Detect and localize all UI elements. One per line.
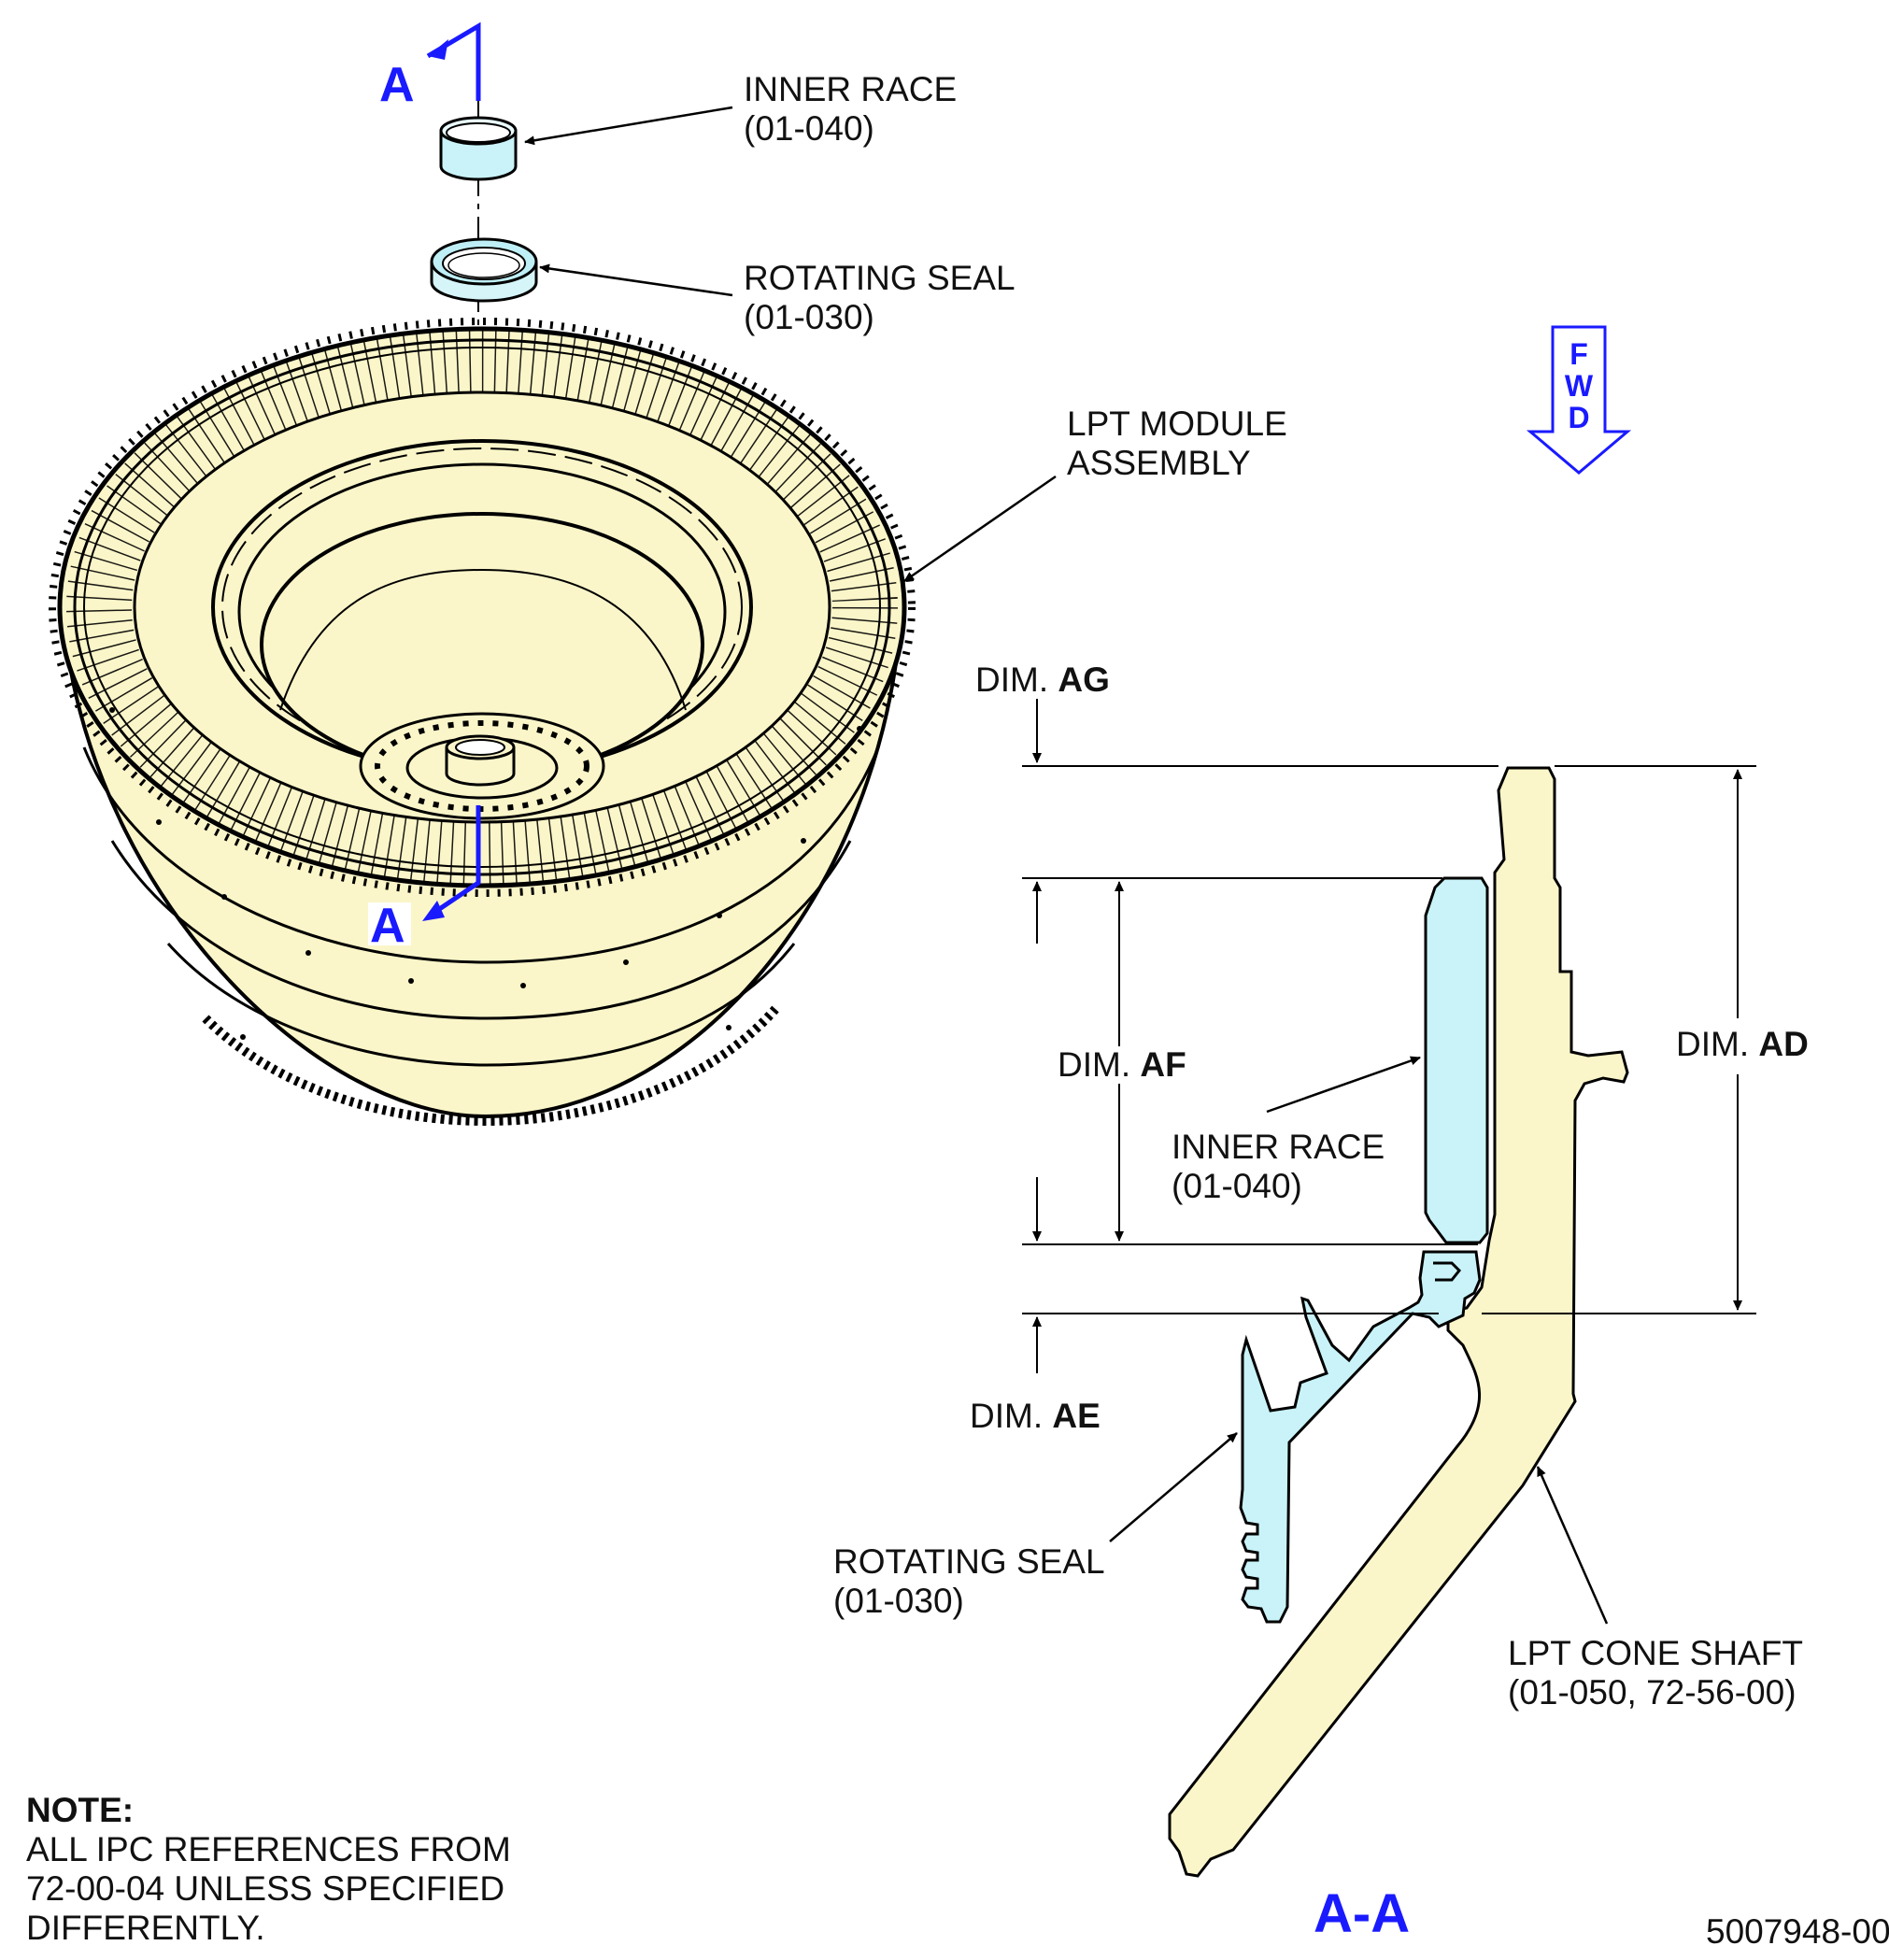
note-heading: NOTE:	[26, 1791, 134, 1829]
dim-label-ag: DIM. AG	[975, 660, 1110, 699]
fwd-letter-w: W	[1565, 369, 1594, 403]
note-line-1: ALL IPC REFERENCES FROM	[26, 1830, 511, 1868]
section-marker-bottom: A	[370, 899, 405, 953]
leader-inner-race-top	[524, 106, 733, 146]
dim-label-ad: DIM. AD	[1676, 1025, 1809, 1063]
section-marker-bottom-bg	[368, 902, 411, 945]
note-line-3: DIFFERENTLY.	[26, 1909, 265, 1947]
label-rotating-seal-section-ref: (01-030)	[833, 1582, 964, 1620]
leader-rotating-seal-top	[539, 263, 733, 297]
fwd-letter-f: F	[1569, 337, 1588, 371]
section-cut-line-top	[426, 21, 481, 101]
label-lpt-module-line1: LPT MODULE	[1067, 405, 1287, 443]
label-lpt-cone-shaft-ref: (01-050, 72-56-00)	[1508, 1673, 1797, 1711]
leader-lpt-cone-shaft	[1536, 1466, 1609, 1625]
section-cut-line-bottom	[422, 805, 481, 921]
label-inner-race-top-ref: (01-040)	[744, 109, 874, 148]
label-inner-race-section-name: INNER RACE	[1172, 1128, 1385, 1166]
seal-hook-detail	[1433, 1261, 1462, 1282]
lpt-module-assembly	[49, 318, 916, 1127]
label-inner-race-top-name: INNER RACE	[744, 70, 957, 108]
label-lpt-cone-shaft-name: LPT CONE SHAFT	[1508, 1634, 1803, 1672]
inner-race-part-top	[439, 116, 518, 181]
fwd-letter-d: D	[1568, 401, 1589, 434]
leader-lpt-module	[903, 475, 1057, 583]
figure-number: 5007948-00	[1706, 1912, 1889, 1951]
label-inner-race-section-ref: (01-040)	[1172, 1167, 1302, 1205]
label-rotating-seal-section-name: ROTATING SEAL	[833, 1542, 1105, 1581]
label-rotating-seal-top-name: ROTATING SEAL	[744, 259, 1016, 297]
label-lpt-module-line2: ASSEMBLY	[1067, 444, 1251, 482]
note-line-2: 72-00-04 UNLESS SPECIFIED	[26, 1869, 504, 1908]
leader-rotating-seal-section	[1109, 1432, 1238, 1542]
inner-race-section	[1424, 876, 1489, 1244]
dim-label-ae: DIM. AE	[970, 1397, 1101, 1435]
label-rotating-seal-top-ref: (01-030)	[744, 298, 874, 336]
section-title: A-A	[1314, 1883, 1410, 1944]
leader-inner-race-section	[1266, 1056, 1421, 1114]
section-marker-top: A	[379, 58, 415, 112]
fwd-arrow	[1526, 325, 1632, 475]
rotating-seal-part-top	[430, 237, 538, 303]
dim-label-af: DIM. AF	[1058, 1045, 1186, 1084]
